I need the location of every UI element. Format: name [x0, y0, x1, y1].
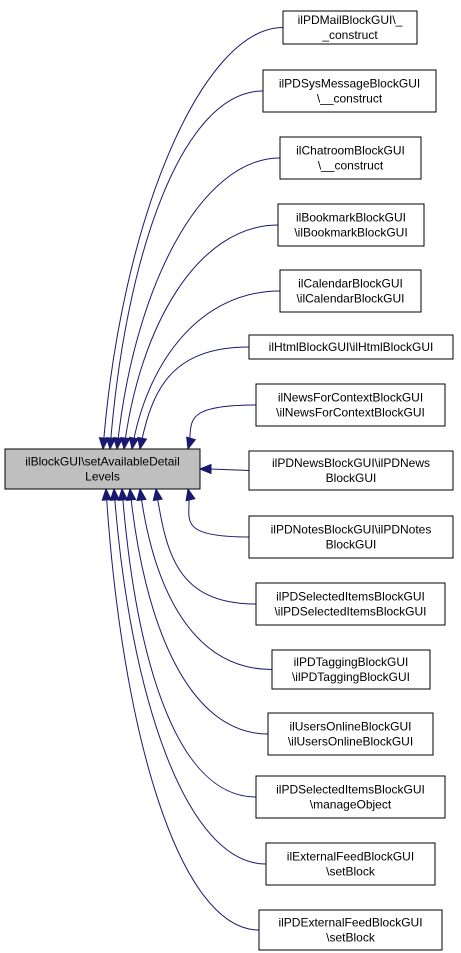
caller-node[interactable]: ilBookmarkBlockGUI\ilBookmarkBlockGUI — [277, 203, 425, 247]
caller-node-box — [255, 582, 446, 626]
arrowhead-icon — [186, 436, 197, 451]
caller-node-label: \setBlock — [326, 931, 376, 945]
call-edge — [131, 290, 281, 450]
caller-node-label: \ilNewsForContextBlockGUI — [276, 406, 425, 420]
arrowhead-icon — [117, 487, 129, 501]
caller-node[interactable]: ilPDNewsBlockGUI\ilPDNewsBlockGUI — [248, 450, 454, 491]
caller-node-box — [262, 69, 437, 113]
caller-node-box — [282, 10, 418, 45]
caller-node-label: ilUsersOnlineBlockGUI — [289, 720, 411, 734]
root-node-box — [4, 448, 201, 490]
caller-node[interactable]: ilCalendarBlockGUI\ilCalendarBlockGUI — [279, 269, 422, 313]
call-edge — [155, 488, 257, 605]
call-edge — [113, 488, 267, 865]
arrowhead-icon — [120, 436, 131, 451]
call-edge — [123, 224, 279, 450]
call-edge — [209, 468, 250, 471]
caller-node[interactable]: ilPDExternalFeedBlockGUI\setBlock — [258, 909, 443, 951]
caller-node-box — [258, 909, 443, 951]
caller-node-label: \ilCalendarBlockGUI — [296, 292, 404, 306]
caller-node[interactable]: ilNewsForContextBlockGUI\ilNewsForContex… — [255, 383, 446, 427]
call-edge — [139, 488, 273, 670]
call-edge — [109, 90, 264, 450]
caller-node-label: ilHtmlBlockGUI\ilHtmlBlockGUI — [269, 340, 434, 354]
caller-node-label: ilPDNotesBlockGUI\ilPDNotes — [271, 523, 432, 537]
caller-node-box — [248, 334, 454, 360]
caller-node-box — [277, 203, 425, 247]
caller-node-label: BlockGUI — [326, 538, 377, 552]
caller-node-label: ilBookmarkBlockGUI — [296, 211, 406, 225]
arrowhead-icon — [152, 487, 163, 502]
arrowhead-icon — [112, 437, 124, 451]
caller-node[interactable]: ilExternalFeedBlockGUI\setBlock — [265, 842, 436, 886]
caller-node[interactable]: ilPDMailBlockGUI\__construct — [282, 10, 418, 45]
call-edge — [105, 488, 260, 931]
arrowhead-icon — [198, 463, 212, 475]
caller-node[interactable]: ilPDTaggingBlockGUI\ilPDTaggingBlockGUI — [271, 649, 431, 690]
caller-node-label: \manageObject — [310, 798, 392, 812]
caller-node-label: ilChatroomBlockGUI — [296, 144, 405, 158]
caller-node-label: ilPDSysMessageBlockGUI — [279, 77, 420, 91]
call-edge — [187, 488, 250, 538]
arrowhead-icon — [101, 487, 112, 501]
arrowhead-icon — [136, 487, 147, 502]
arrowhead-icon — [125, 487, 137, 501]
call-edge — [139, 346, 250, 450]
call-edge — [129, 488, 269, 735]
caller-node-label: BlockGUI — [326, 471, 377, 485]
caller-node-label: ilPDSelectedItemsBlockGUI — [276, 590, 425, 604]
caller-node[interactable]: ilPDNotesBlockGUI\ilPDNotesBlockGUI — [248, 515, 454, 559]
caller-node[interactable]: ilChatroomBlockGUI\__construct — [279, 136, 422, 180]
call-edge — [187, 404, 257, 450]
arrowhead-icon — [137, 436, 148, 451]
caller-node[interactable]: ilUsersOnlineBlockGUI\ilUsersOnlineBlock… — [267, 712, 434, 756]
caller-node-label: \ilPDSelectedItemsBlockGUI — [274, 605, 426, 619]
caller-node-label: \__construct — [318, 159, 384, 173]
arrowhead-icon — [105, 437, 117, 451]
arrowhead-icon — [98, 437, 110, 451]
caller-node-box — [279, 136, 422, 180]
root-node-label: ilBlockGUI\setAvailableDetail — [25, 455, 180, 469]
caller-node-box — [271, 649, 431, 690]
caller-node-label: ilNewsForContextBlockGUI — [278, 391, 423, 405]
caller-node-box — [248, 450, 454, 491]
caller-node-label: ilExternalFeedBlockGUI — [287, 850, 414, 864]
caller-node-box — [279, 269, 422, 313]
call-edge — [116, 157, 281, 450]
edges — [98, 27, 284, 931]
caller-node-box — [255, 383, 446, 427]
caller-node-box — [265, 842, 436, 886]
caller-node-label: ilPDTaggingBlockGUI — [294, 655, 409, 669]
caller-node-box — [255, 775, 446, 819]
caller-node-label: \ilUsersOnlineBlockGUI — [288, 735, 413, 749]
caller-node-label: _construct — [321, 28, 378, 42]
caller-node-label: \ilPDTaggingBlockGUI — [292, 670, 410, 684]
caller-node-label: \ilBookmarkBlockGUI — [294, 226, 407, 240]
caller-node-label: ilPDExternalFeedBlockGUI — [278, 916, 422, 930]
caller-node[interactable]: ilPDSelectedItemsBlockGUI\ilPDSelectedIt… — [255, 582, 446, 626]
call-edge — [121, 488, 257, 798]
caller-node[interactable]: ilPDSysMessageBlockGUI\__construct — [262, 69, 437, 113]
caller-node-label: ilCalendarBlockGUI — [298, 277, 403, 291]
arrowhead-icon — [185, 487, 196, 502]
caller-node-label: \setBlock — [326, 865, 376, 879]
caller-node[interactable]: ilHtmlBlockGUI\ilHtmlBlockGUI — [248, 334, 454, 360]
root-node-label: Levels — [85, 470, 120, 484]
caller-node-box — [248, 515, 454, 559]
caller-node[interactable]: ilPDSelectedItemsBlockGUI\manageObject — [255, 775, 446, 819]
arrowhead-icon — [128, 436, 140, 451]
caller-node-label: ilPDMailBlockGUI\_ — [298, 13, 403, 27]
call-edge — [102, 27, 284, 450]
caller-node-label: ilPDNewsBlockGUI\ilPDNews — [272, 456, 430, 470]
arrowhead-icon — [109, 487, 121, 501]
caller-node-label: ilPDSelectedItemsBlockGUI — [276, 783, 425, 797]
caller-node-label: \__construct — [317, 92, 383, 106]
caller-node-box — [267, 712, 434, 756]
